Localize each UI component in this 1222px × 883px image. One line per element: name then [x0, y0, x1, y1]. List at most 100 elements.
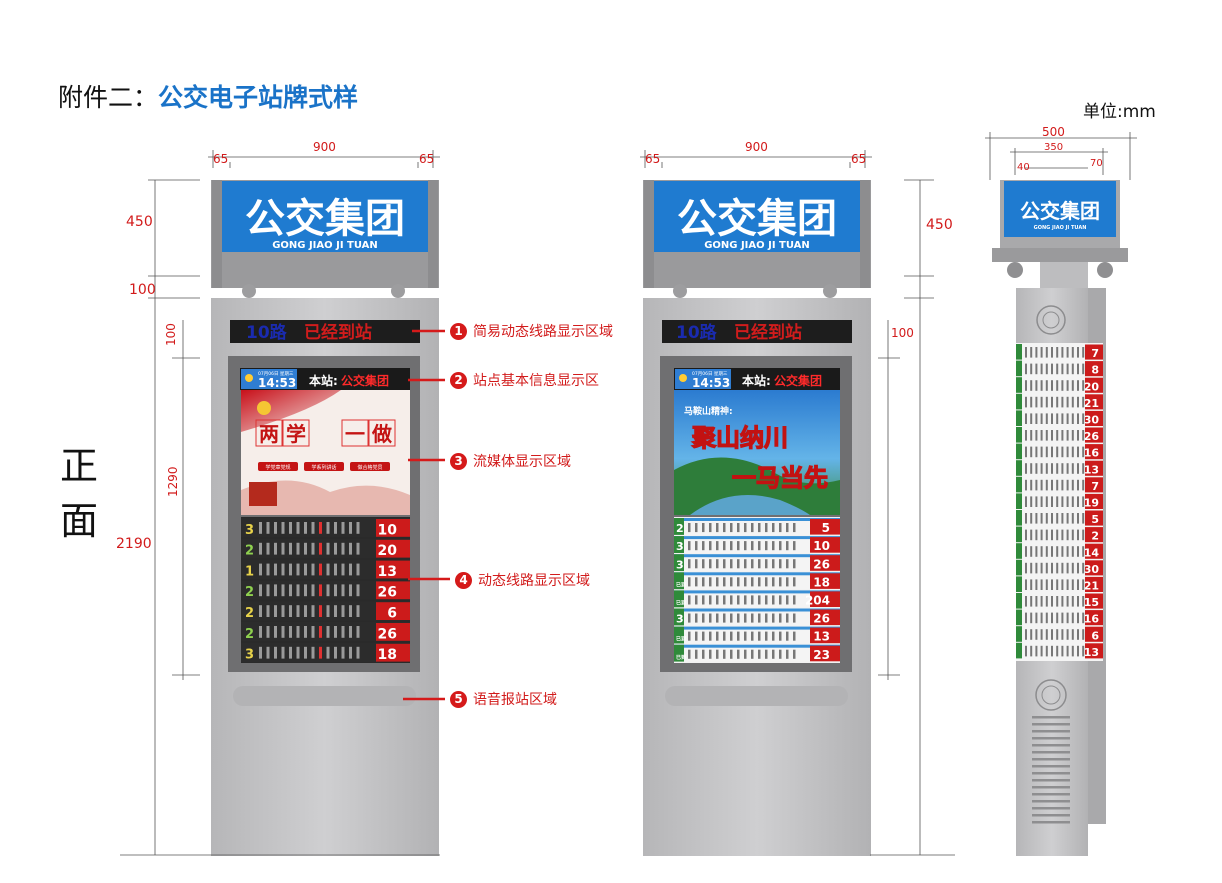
route-number: 10	[378, 522, 398, 538]
route-number: 5	[822, 521, 830, 535]
route-number: 15	[1084, 596, 1099, 609]
route-number: 20	[1084, 380, 1100, 393]
page-heading: 附件二：公交电子站牌式样	[58, 78, 358, 114]
media-line2: 一马当先	[732, 464, 828, 492]
dim-edge-left-b: 65	[419, 152, 435, 166]
dim-h100-screen-left: 100	[164, 323, 178, 346]
route-row: 21	[1016, 576, 1103, 593]
route-number: 16	[1084, 613, 1100, 626]
route-stops: 3	[245, 648, 254, 663]
route-row: 3 18	[241, 642, 410, 663]
side-speaker-top	[1036, 305, 1066, 335]
route-number: 30	[1084, 563, 1100, 576]
route-stops: 2	[676, 522, 684, 535]
middle-ticker-route: 10路	[676, 322, 718, 343]
middle-weather-icon	[679, 374, 687, 382]
left-ticker	[230, 320, 420, 343]
side-camera-icon	[1097, 262, 1113, 278]
callout-leaders	[403, 329, 450, 701]
route-stops: 3	[676, 558, 684, 571]
middle-station-label: 本站:	[742, 373, 771, 388]
dim-width-left: 900	[313, 140, 336, 154]
route-number: 21	[1084, 580, 1099, 593]
dim-w350: 350	[1044, 142, 1064, 153]
middle-ticker-status: 已经到站	[734, 322, 802, 343]
dim-h450-middle: 450	[926, 217, 953, 233]
route-row: 26	[1016, 427, 1103, 443]
left-station-name: 公交集团	[341, 373, 389, 388]
middle-camera-icon	[823, 284, 837, 298]
slogan-char: 两	[259, 422, 279, 446]
route-number: 26	[813, 612, 830, 626]
heading-prefix: 附件二：	[58, 83, 159, 112]
route-number: 2	[1091, 530, 1099, 543]
route-number: 6	[387, 606, 397, 622]
route-row: 30	[1016, 559, 1103, 576]
left-date: 07月06日 星期三	[258, 371, 294, 377]
dim-w500: 500	[1042, 125, 1065, 139]
side-header-box	[1004, 181, 1116, 237]
left-ticker-status: 已经到站	[304, 322, 372, 343]
dim-w70: 70	[1090, 158, 1103, 169]
side-pinyin: GONG JIAO JI TUAN	[1034, 225, 1087, 231]
route-stops: 3	[676, 540, 684, 553]
route-stops: 2	[245, 544, 254, 559]
slogan-tag: 学党章党规	[265, 464, 290, 471]
media-line1: 聚山纳川	[691, 424, 788, 452]
dim-w40: 40	[1017, 162, 1030, 173]
route-row: 8	[1016, 360, 1103, 377]
party-emblem-icon	[257, 401, 271, 415]
route-number: 14	[1084, 546, 1100, 559]
route-number: 16	[1084, 447, 1100, 460]
heading-title: 公交电子站牌式样	[158, 83, 359, 112]
route-number: 26	[1084, 430, 1100, 443]
left-speaker-grille	[233, 686, 416, 706]
route-stops: 2	[245, 627, 254, 642]
dim-edge-middle-a: 65	[645, 152, 661, 166]
route-row: 2 26	[241, 622, 410, 642]
dim-width-middle: 900	[745, 140, 768, 154]
left-weather-icon	[245, 374, 253, 382]
dim-h1290-left: 1290	[166, 466, 180, 497]
route-stops: 3	[676, 613, 684, 626]
route-row: 3 26	[674, 608, 840, 626]
route-number: 6	[1091, 629, 1099, 642]
dim-h2190-left: 2190	[116, 536, 152, 552]
side-speaker-bottom	[1035, 679, 1067, 711]
route-row: 14	[1016, 543, 1103, 559]
route-number: 23	[813, 648, 830, 662]
dim-edge-left-a: 65	[213, 152, 229, 166]
route-number: 26	[378, 626, 397, 642]
slogan-tag: 学系列讲话	[311, 464, 336, 471]
route-number: 18	[378, 647, 397, 663]
route-number: 20	[378, 543, 398, 559]
route-number: 13	[1084, 646, 1099, 659]
route-stops: 1	[245, 564, 254, 579]
left-station-label: 本站:	[309, 373, 338, 388]
route-number: 13	[1084, 463, 1099, 476]
middle-pinyin: GONG JIAO JI TUAN	[704, 240, 810, 251]
route-row: 30	[1016, 410, 1103, 427]
media-kicker: 马鞍山精神:	[684, 405, 733, 417]
route-row: 13	[1016, 642, 1103, 659]
dim-h100-middle: 100	[891, 326, 914, 340]
route-number: 13	[813, 630, 830, 644]
side-brand: 公交集团	[1020, 199, 1100, 223]
route-number: 26	[378, 585, 397, 601]
middle-header-box	[654, 181, 860, 252]
dim-h100-left: 100	[129, 282, 156, 298]
route-row: 15	[1016, 593, 1103, 609]
